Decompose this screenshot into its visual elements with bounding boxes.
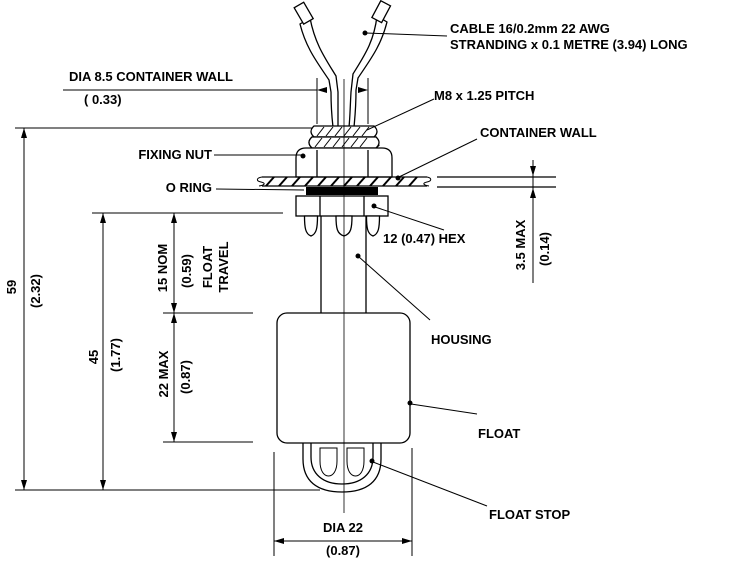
dimension-lines — [15, 78, 536, 556]
stem-inch: (1.77) — [108, 338, 123, 372]
float-stop-shape — [302, 443, 382, 493]
cable-wires — [293, 0, 392, 128]
leader-lines — [214, 30, 488, 507]
dia-container-wall-inch: ( 0.33) — [84, 92, 122, 107]
cable-callout-line1: CABLE 16/0.2mm 22 AWG — [450, 21, 610, 36]
float-height-inch: (0.87) — [178, 360, 193, 394]
housing-callout: HOUSING — [431, 332, 492, 347]
hex-body-shape — [295, 195, 389, 217]
float-stop-callout: FLOAT STOP — [489, 507, 571, 522]
stem-mm: 45 — [86, 349, 101, 365]
container-wall-callout: CONTAINER WALL — [480, 125, 597, 140]
hex-size-callout: 12 (0.47) HEX — [383, 231, 466, 246]
float-travel-label-line1: FLOAT — [200, 245, 215, 289]
wall-thickness-mm: 3.5 MAX — [513, 219, 528, 271]
seal-tabs — [303, 215, 381, 237]
float-dia-mm: DIA 22 — [323, 520, 363, 535]
cable-callout: CABLE 16/0.2mm 22 AWG STRANDING x 0.1 ME… — [450, 21, 688, 53]
float-dia-inch: (0.87) — [326, 543, 360, 558]
stem-tube — [320, 216, 367, 313]
float-travel-label-line2: TRAVEL — [216, 241, 231, 293]
overall-mm: 59 — [4, 279, 19, 295]
wall-thickness-inch: (0.14) — [537, 232, 552, 266]
float-travel-label: FLOAT TRAVEL — [200, 241, 232, 292]
dia-container-wall-callout: DIA 8.5 CONTAINER WALL — [69, 69, 233, 84]
thread-pitch-callout: M8 x 1.25 PITCH — [434, 88, 535, 103]
fixing-nut-callout: FIXING NUT — [138, 147, 212, 162]
container-wall-shape — [256, 176, 556, 188]
float-shape — [276, 312, 411, 444]
float-callout: FLOAT — [478, 426, 521, 441]
float-height-mm: 22 MAX — [156, 350, 171, 398]
cable-callout-line2: STRANDING x 0.1 METRE (3.94) LONG — [450, 37, 688, 52]
o-ring-callout: O RING — [165, 180, 212, 195]
travel-mm: 15 NOM — [155, 243, 170, 293]
travel-inch: (0.59) — [179, 254, 194, 288]
o-ring-shape — [306, 187, 378, 195]
overall-inch: (2.32) — [28, 274, 43, 308]
